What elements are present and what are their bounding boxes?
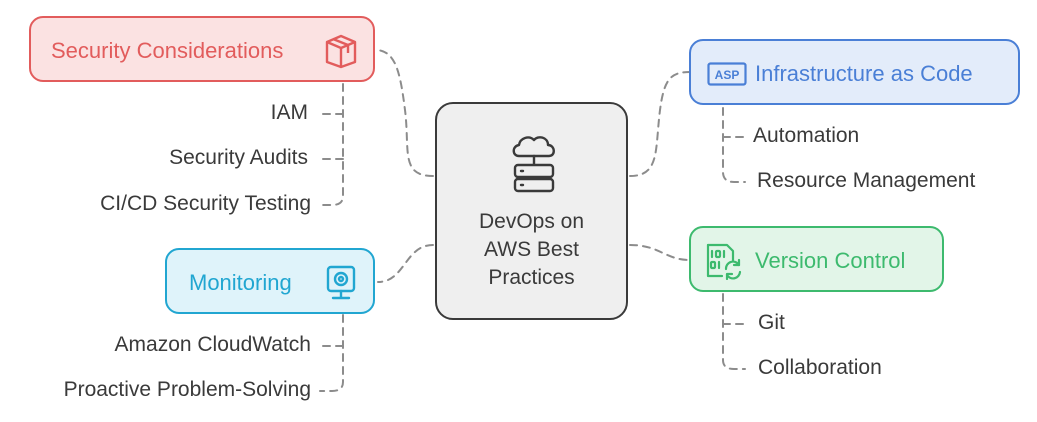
svg-text:ASP: ASP — [715, 68, 740, 82]
security-item-iam: IAM — [270, 101, 308, 124]
center-line-1: DevOps on — [478, 210, 585, 233]
link-center-monitoring — [377, 244, 434, 283]
cube-icon — [325, 34, 357, 69]
infrastructure-as-code-label: Infrastructure as Code — [755, 61, 973, 86]
security-considerations-label: Security Considerations — [51, 38, 284, 63]
binary-sync-icon — [706, 243, 742, 280]
version-control-node: Version Control — [689, 226, 944, 292]
link-iac-items — [722, 107, 746, 183]
iac-item-resource-management: Resource Management — [757, 169, 976, 192]
monitoring-item-proactive: Proactive Problem-Solving — [63, 378, 311, 401]
center-line-3: Practices — [488, 266, 575, 289]
center-line-2: AWS Best — [484, 238, 579, 261]
security-item-cicd-testing: CI/CD Security Testing — [100, 192, 311, 215]
monitoring-item-cloudwatch: Amazon CloudWatch — [114, 333, 311, 356]
infrastructure-as-code-node: ASP Infrastructure as Code — [689, 39, 1020, 105]
center-topic-label: DevOps on AWS Best Practices — [437, 208, 626, 292]
monitoring-label: Monitoring — [189, 270, 292, 295]
monitoring-node: Monitoring — [165, 248, 375, 314]
vcs-item-git: Git — [758, 311, 785, 334]
iac-item-automation: Automation — [753, 124, 860, 147]
security-item-audits: Security Audits — [169, 146, 308, 169]
link-center-vcs — [629, 244, 691, 261]
link-vcs-items — [722, 293, 746, 370]
monitor-camera-icon — [326, 265, 356, 300]
center-topic-node: DevOps on AWS Best Practices — [435, 102, 628, 320]
asp-file-icon: ASP — [707, 62, 747, 86]
link-center-security — [374, 49, 434, 177]
version-control-label: Version Control — [755, 248, 906, 273]
security-considerations-node: Security Considerations — [29, 16, 375, 82]
cloud-server-icon — [512, 136, 555, 193]
link-monitoring-items — [319, 314, 344, 392]
link-center-iac — [629, 71, 691, 177]
vcs-item-collaboration: Collaboration — [758, 356, 882, 379]
link-security-items — [317, 83, 344, 206]
